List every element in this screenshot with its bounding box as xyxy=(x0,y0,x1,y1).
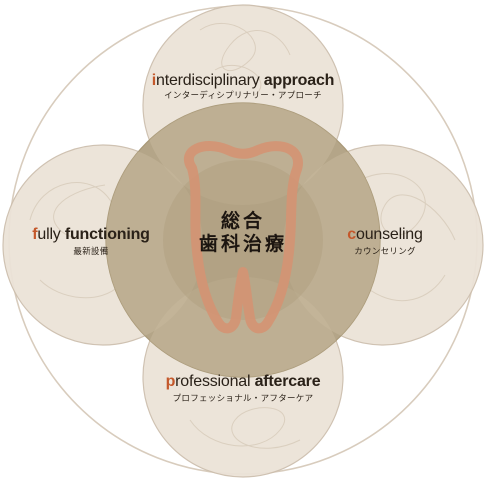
node-top: interdisciplinary approach インターディシプリナリー・… xyxy=(113,72,373,102)
node-top-rest: nterdisciplinary xyxy=(156,72,264,89)
node-right-initial: c xyxy=(347,226,356,243)
tooth-icon xyxy=(184,141,303,334)
node-left-initial: f xyxy=(32,226,38,243)
node-left-bold: functioning xyxy=(64,226,150,243)
node-top-title: interdisciplinary approach xyxy=(113,72,373,90)
node-left: fully functioning 最新設備 xyxy=(6,226,176,258)
node-right-rest: ounseling xyxy=(356,226,423,243)
node-right-title: counseling xyxy=(330,226,440,244)
node-right: counseling カウンセリング xyxy=(330,226,440,258)
node-bottom-subtitle: プロフェッショナル・アフターケア xyxy=(172,394,314,404)
node-bottom-bold: aftercare xyxy=(254,373,321,390)
center-title-line1: 総合 xyxy=(220,210,265,232)
node-left-title: fully functioning xyxy=(6,226,176,244)
node-bottom-rest: rofessional xyxy=(175,373,255,390)
node-bottom: professional aftercare プロフェッショナル・アフターケア xyxy=(113,373,373,405)
node-left-subtitle: 最新設備 xyxy=(73,247,109,257)
node-bottom-title: professional aftercare xyxy=(113,373,373,391)
node-top-subtitle: インターディシプリナリー・アプローチ xyxy=(164,91,322,101)
node-top-initial: i xyxy=(151,72,157,89)
node-top-bold: approach xyxy=(263,72,335,89)
center-title-line2: 歯科治療 xyxy=(198,233,287,255)
center-title: 総合 歯科治療 xyxy=(183,210,303,256)
node-right-subtitle: カウンセリング xyxy=(354,247,416,257)
node-bottom-initial: p xyxy=(165,373,176,390)
node-left-rest: ully xyxy=(37,226,65,243)
